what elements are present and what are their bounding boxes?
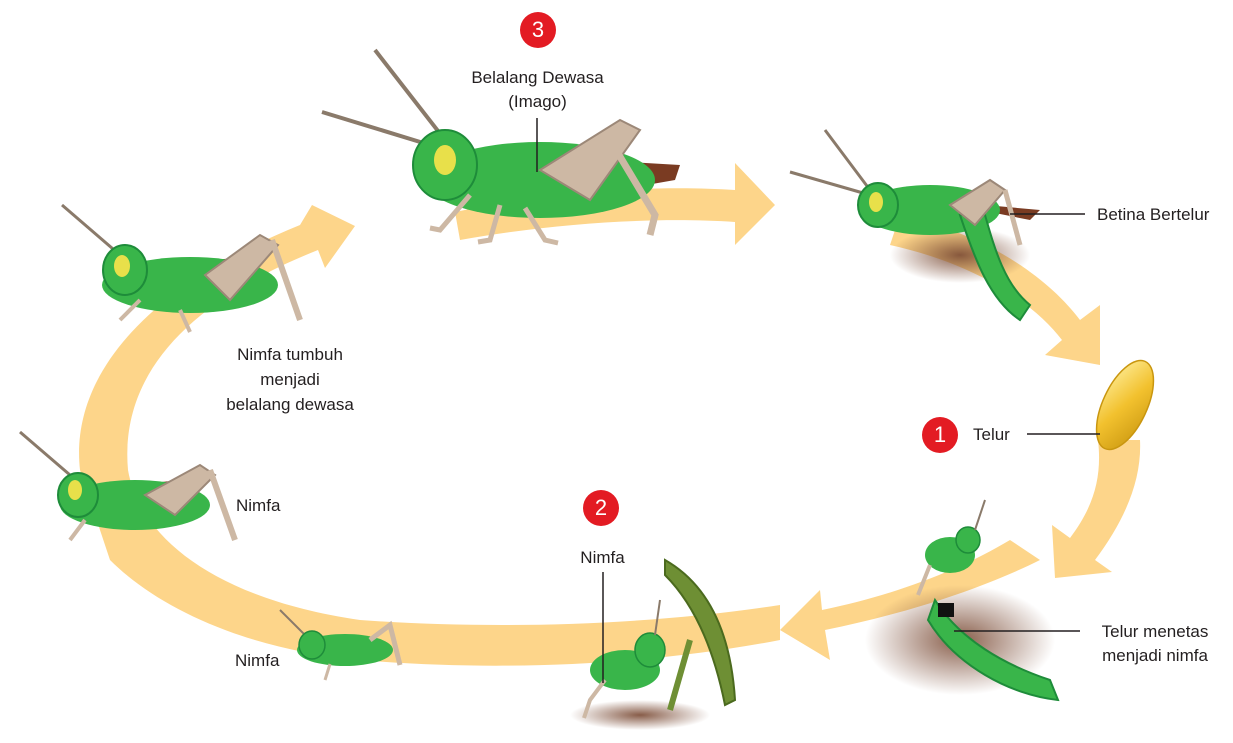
left-nymph-illustration [20, 432, 235, 540]
nymph-bottom-left-label: Nimfa [235, 649, 279, 673]
grow-label-line3: belalang dewasa [210, 393, 370, 417]
egg-label: Telur [973, 423, 1010, 447]
stage-1-badge: 1 [922, 417, 958, 453]
grow-label-line1: Nimfa tumbuh [210, 343, 370, 367]
stage-2-badge: 2 [583, 490, 619, 526]
egg-illustration [1027, 352, 1165, 458]
adult-label-line2: (Imago) [445, 90, 630, 114]
stage-3-badge: 3 [520, 12, 556, 48]
nymph-stage-label: Nimfa [565, 546, 640, 570]
female-laying-label: Betina Bertelur [1097, 203, 1209, 227]
hatch-label-line2: menjadi nimfa [1080, 644, 1230, 668]
hatch-label-line1: Telur menetas [1080, 620, 1230, 644]
adult-label-line1: Belalang Dewasa [445, 66, 630, 90]
arrow-segment-egg [1052, 440, 1140, 578]
grow-label-line2: menjadi [210, 368, 370, 392]
hatching-nymph-illustration [865, 500, 1080, 700]
nymph-left-label: Nimfa [236, 494, 280, 518]
